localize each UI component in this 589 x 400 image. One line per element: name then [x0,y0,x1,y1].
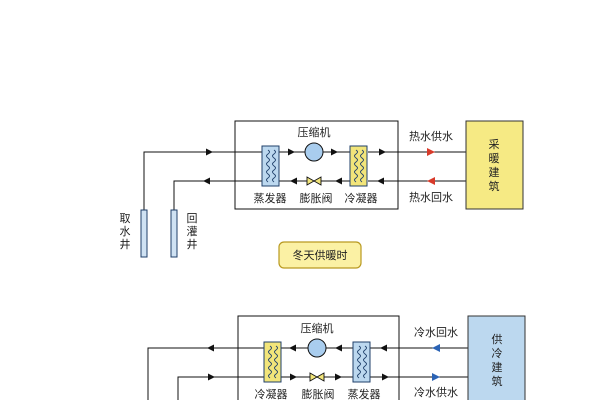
summer-well-piping [147,344,264,400]
summer-section: 压缩机 冷凝器 膨胀阀 蒸发器 冷水回水 冷水供水 供 冷 建 筑 [147,315,526,400]
winter-evaporator-coil-icon [261,145,280,187]
cooling-building-label-3: 建 [492,360,503,374]
summer-right-coil-label: 蒸发器 [348,387,381,400]
cold-return-arrow-icon [432,344,440,352]
cooling-building [467,315,526,400]
winter-caption-box [278,241,362,269]
winter-compressor-icon [304,142,324,162]
heating-building-label-2: 暖 [489,152,500,165]
summer-refrigerant-loop [281,344,353,381]
winter-caption: 冬天供暖时 [293,248,348,262]
winter-condenser-coil-icon [349,145,368,187]
winter-compressor-label: 压缩机 [298,125,331,139]
cold-supply-arrow-icon [432,373,440,381]
hot-supply-arrow-icon [427,148,435,156]
summer-evaporator-coil-icon [352,341,371,383]
summer-left-coil-label: 冷凝器 [255,387,288,400]
winter-valve-label: 膨胀阀 [300,191,333,205]
hot-supply-label: 热水供水 [409,129,453,143]
summer-valve-label: 膨胀阀 [302,387,335,400]
intake-well [140,209,148,258]
winter-condenser-label: 冷凝器 [345,191,378,205]
heating-building [465,120,524,210]
hot-return-label: 热水回水 [409,191,453,204]
heating-building-label-3: 建 [489,165,500,179]
winter-refrigerant-loop [279,148,350,185]
cooling-building-label-2: 冷 [492,347,503,360]
winter-building-piping [368,148,466,185]
intake-well-label-1: 取 [120,212,131,225]
summer-compressor-label: 压缩机 [301,321,334,335]
hot-return-arrow-icon [427,177,435,185]
recharge-well [170,209,178,258]
cooling-building-label-4: 筑 [492,374,503,388]
intake-well-label-3: 井 [120,237,131,251]
summer-building-piping [370,344,468,381]
summer-condenser-coil-icon [263,341,282,383]
recharge-well-label-3: 井 [187,237,198,251]
summer-compressor-icon [307,338,327,358]
winter-well-piping [143,148,262,210]
winter-section: 压缩机 蒸发器 膨胀阀 冷凝器 热水供水 热水回水 采 暖 建 筑 取 水 井 … [120,120,524,269]
recharge-well-label-2: 灌 [187,225,198,238]
intake-well-label-2: 水 [120,225,131,238]
heating-building-label-4: 筑 [489,179,500,193]
cold-supply-label: 冷水供水 [414,385,458,399]
winter-expansion-valve-icon [306,176,322,186]
summer-expansion-valve-icon [309,372,325,382]
winter-evaporator-label: 蒸发器 [254,191,287,205]
cold-return-label: 冷水回水 [414,326,458,339]
heating-building-label-1: 采 [489,138,500,151]
cooling-building-label-1: 供 [492,332,503,346]
recharge-well-label-1: 回 [187,212,198,225]
